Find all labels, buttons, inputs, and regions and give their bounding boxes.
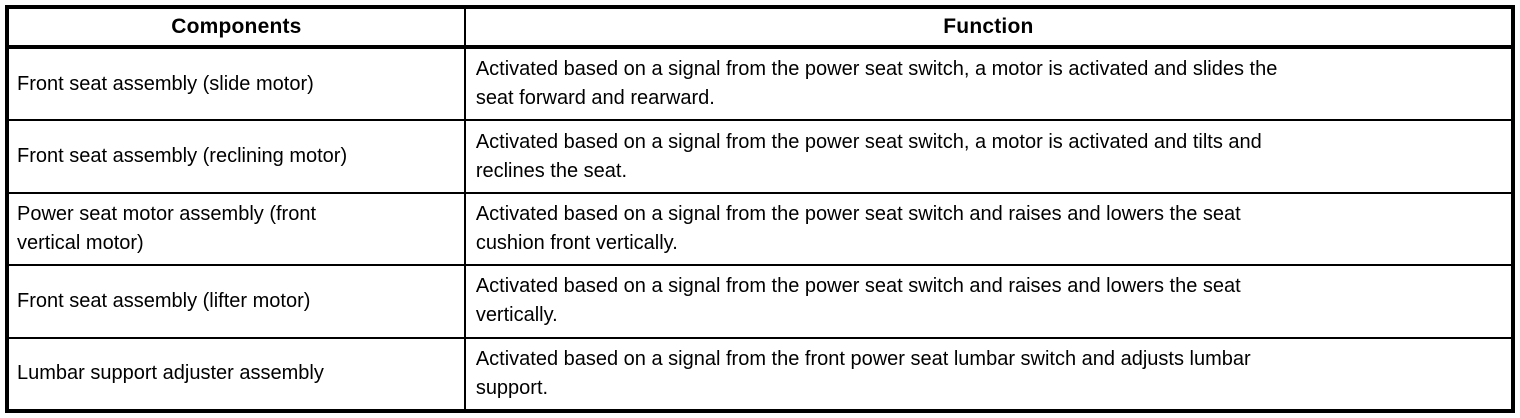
component-cell: Front seat assembly (slide motor) [7,45,465,121]
table-row: Power seat motor assembly (front vertica… [7,191,1513,266]
function-cell: Activated based on a signal from the pow… [463,191,1513,266]
table-row: Lumbar support adjuster assembly Activat… [7,336,1513,411]
table-row: Front seat assembly (slide motor) Activa… [7,45,1513,121]
function-cell: Activated based on a signal from the fro… [463,336,1513,411]
component-cell: Power seat motor assembly (front vertica… [7,191,465,266]
components-column-header: Components [7,7,465,49]
function-cell: Activated based on a signal from the pow… [463,264,1513,338]
table-row: Front seat assembly (lifter motor) Activ… [7,264,1513,338]
table-header-row: Components Function [7,7,1513,49]
component-cell: Front seat assembly (reclining motor) [7,119,465,193]
component-cell: Lumbar support adjuster assembly [7,336,465,411]
components-function-table: Components Function Front seat assembly … [5,5,1515,413]
function-cell: Activated based on a signal from the pow… [463,45,1513,121]
function-cell: Activated based on a signal from the pow… [463,119,1513,193]
function-column-header: Function [463,7,1513,49]
table-row: Front seat assembly (reclining motor) Ac… [7,119,1513,193]
component-cell: Front seat assembly (lifter motor) [7,264,465,338]
